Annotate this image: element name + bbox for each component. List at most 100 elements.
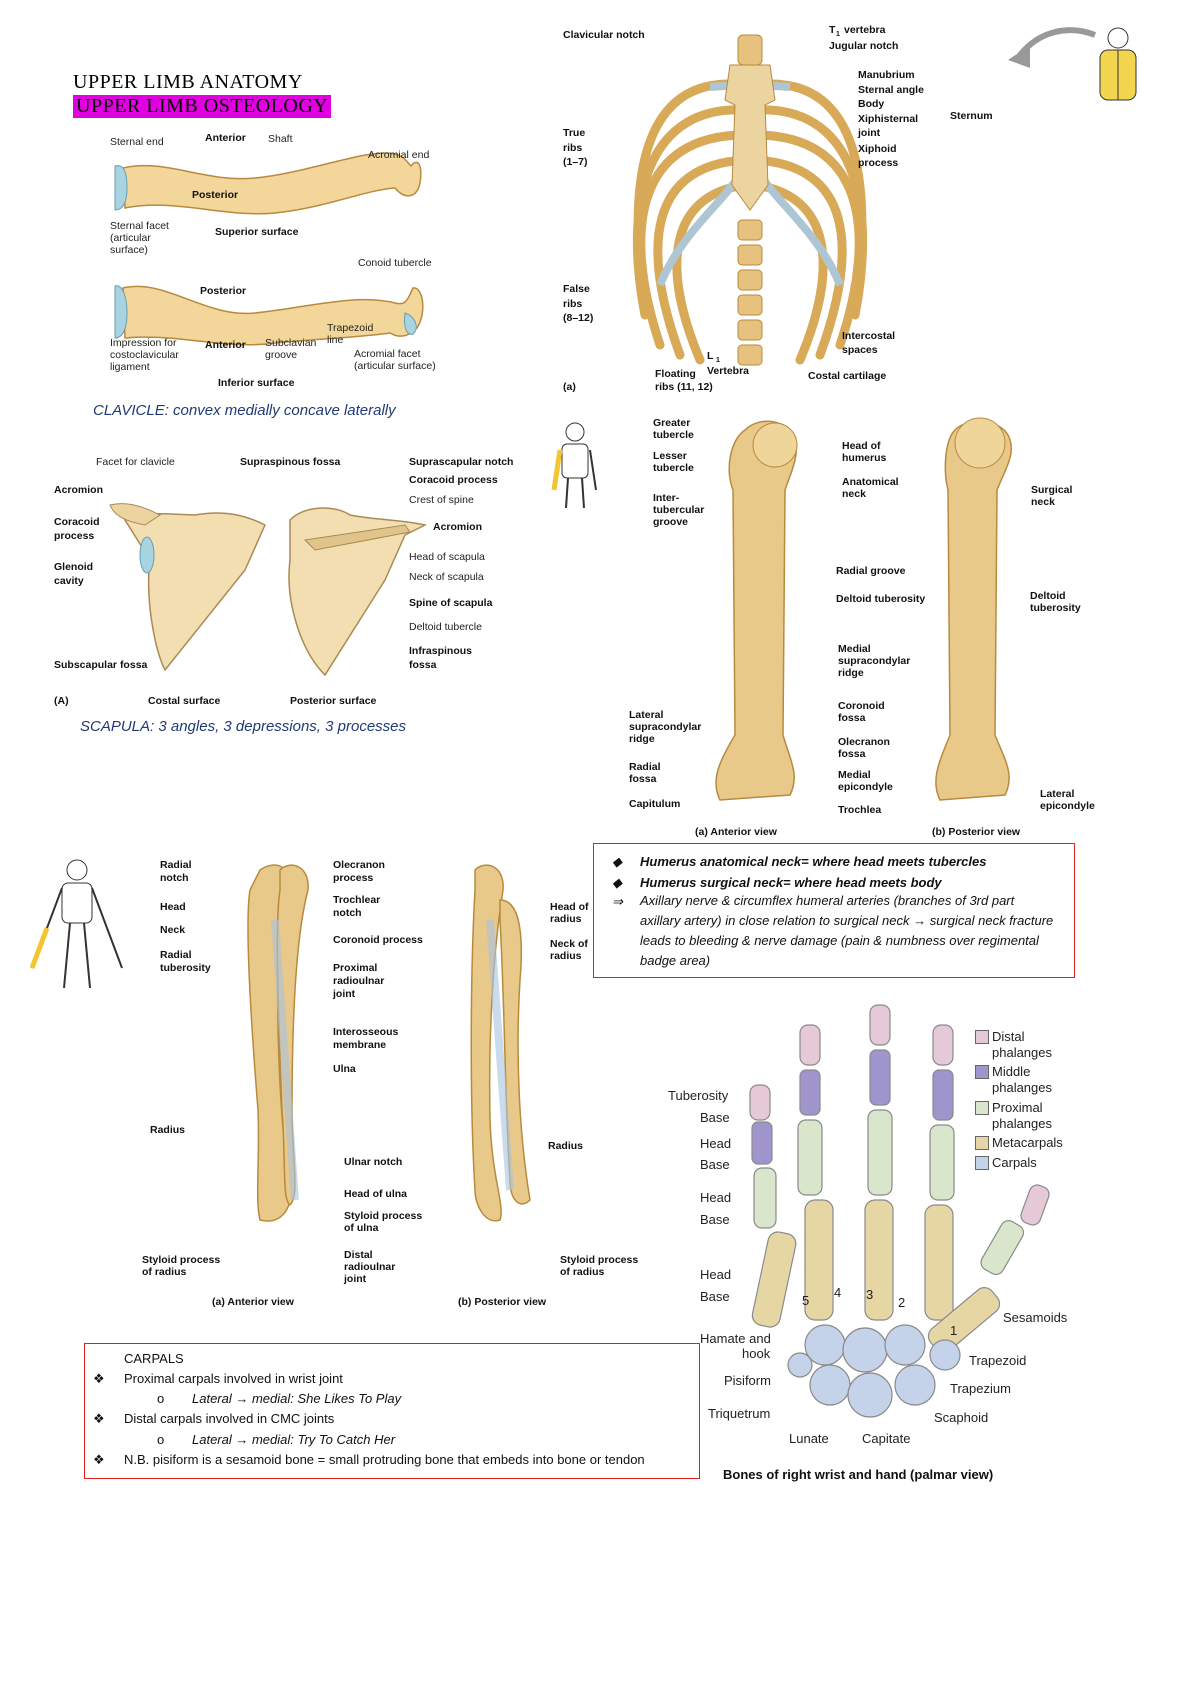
arrow-bullet-icon: ⇒: [612, 894, 623, 909]
legend-swatch: [975, 1065, 989, 1079]
hand-label: Pisiform: [724, 1373, 771, 1388]
diamond-bullet-icon: ❖: [93, 1411, 105, 1426]
legend-label: phalanges: [992, 1045, 1052, 1060]
humerus-label: Medial: [838, 769, 871, 781]
forearm-label: notch: [333, 907, 362, 919]
humerus-label: supracondylar: [629, 721, 702, 733]
carpals-item: Distal carpals involved in CMC joints: [124, 1411, 335, 1426]
thorax-label: Clavicular notch: [563, 29, 645, 41]
forearm-label: of radius: [142, 1266, 187, 1278]
thorax-label: Floating: [655, 368, 696, 380]
hand-label: Hamate and: [700, 1331, 771, 1346]
humerus-label: Lesser: [653, 450, 687, 462]
hand-label: 5: [802, 1293, 810, 1308]
humerus-label: tubercle: [653, 429, 694, 441]
scapula-label: Suprascapular notch: [409, 456, 514, 468]
humerus-label: humerus: [842, 452, 887, 464]
forearm-label: radius: [550, 950, 582, 962]
humerus-label: Lateral: [1040, 788, 1075, 800]
scapula-label: Glenoid: [54, 561, 94, 573]
clavicle-label: Subclavian: [265, 337, 317, 349]
scapula-label: Acromion: [54, 484, 104, 496]
clavicle-label: Superior surface: [215, 226, 299, 238]
clavicle-label: groove: [265, 349, 298, 361]
carpals-notes-box: CARPALS ❖ Proximal carpals involved in w…: [84, 1343, 700, 1479]
thorax-label: Body: [858, 98, 885, 110]
thorax-label: ribs: [563, 298, 583, 310]
thorax-label: Manubrium: [858, 69, 915, 81]
humerus-note: Axillary nerve & circumflex humeral arte…: [640, 893, 1054, 968]
scapula-label: Subscapular fossa: [54, 659, 148, 671]
scapula-label: Facet for clavicle: [96, 456, 175, 468]
humerus-label: fossa: [629, 773, 657, 785]
hand-label: Capitate: [862, 1431, 911, 1446]
forearm-label: Radial: [160, 859, 192, 871]
clavicle-label: Shaft: [268, 133, 293, 145]
clavicle-label: Anterior: [205, 132, 246, 144]
scapula-label: Coracoid process: [409, 474, 498, 486]
hand-label: 3: [866, 1287, 874, 1302]
clavicle-label: Inferior surface: [218, 377, 295, 389]
carpals-item: N.B. pisiform is a sesamoid bone = small…: [124, 1452, 645, 1467]
clavicle-label: Anterior: [205, 339, 246, 351]
clavicle-illustration: [114, 152, 424, 346]
hand-label: Head: [700, 1190, 732, 1205]
thorax-label: True: [563, 127, 586, 139]
forearm-label: Interosseous: [333, 1026, 399, 1038]
humerus-label: tuberosity: [1030, 602, 1081, 614]
circle-bullet-icon: o: [157, 1432, 165, 1447]
thorax-label: ribs (11, 12): [655, 381, 713, 393]
thorax-label: Vertebra: [707, 365, 750, 377]
clavicle-label: Posterior: [200, 285, 247, 297]
circle-bullet-icon: o: [157, 1391, 165, 1406]
humerus-label: Head of: [842, 440, 881, 452]
scapula-label: cavity: [54, 575, 84, 587]
diamond-bullet-icon: ❖: [93, 1452, 105, 1467]
hand-label: Triquetrum: [708, 1406, 771, 1421]
legend-label: Carpals: [992, 1155, 1037, 1170]
carpals-item: Lateral → medial: She Likes To Play: [192, 1391, 402, 1406]
scapula-label: Supraspinous fossa: [240, 456, 341, 468]
hand-label: 1: [950, 1323, 958, 1338]
legend-label: phalanges: [992, 1116, 1052, 1131]
clavicle-label: Trapezoid: [327, 322, 374, 334]
hand-label: Scaphoid: [934, 1410, 989, 1425]
forearm-label: Neck of: [550, 938, 588, 950]
scapula-label: Costal surface: [148, 695, 221, 707]
legend-swatch: [975, 1156, 989, 1170]
forearm-label: Radius: [548, 1140, 584, 1152]
legend-label: Middle: [992, 1064, 1031, 1079]
forearm-label: process: [333, 872, 374, 884]
hand-label: Base: [700, 1157, 730, 1172]
forearm-label: Ulnar notch: [344, 1156, 403, 1168]
skeleton-thumbnail-icon: [551, 422, 597, 509]
hand-label: Base: [700, 1289, 730, 1304]
clavicle-label: Posterior: [192, 189, 239, 201]
forearm-label: joint: [333, 988, 356, 1000]
humerus-label: Medial: [838, 643, 871, 655]
clavicle-label: costoclavicular: [110, 349, 179, 361]
scapula-label: process: [54, 530, 95, 542]
legend-label: phalanges: [992, 1080, 1052, 1095]
scapula-label: Coracoid: [54, 516, 100, 528]
forearm-label: Head of: [550, 901, 589, 913]
skeleton-thumbnail-icon: [1008, 27, 1137, 101]
forearm-label: notch: [160, 872, 189, 884]
forearm-label: Styloid process: [142, 1254, 221, 1266]
thorax-label: L: [707, 350, 714, 362]
clavicle-label: Sternal end: [110, 136, 164, 148]
document-title: UPPER LIMB ANATOMY: [73, 71, 303, 93]
hand-label: 2: [898, 1295, 906, 1310]
skeleton-thumbnail-icon: [29, 859, 123, 989]
thorax-label: Sternum: [950, 110, 993, 122]
forearm-label: Styloid process: [344, 1210, 423, 1222]
forearm-label: Head of ulna: [344, 1188, 408, 1200]
humerus-label: Deltoid tuberosity: [836, 593, 926, 605]
thorax-label: Sternal angle: [858, 84, 924, 96]
hand-label: Tuberosity: [668, 1088, 729, 1103]
humerus-label: ridge: [629, 733, 655, 745]
legend-swatch: [975, 1101, 989, 1115]
clavicle-label: ligament: [110, 361, 150, 373]
thorax-label: spaces: [842, 344, 878, 356]
humerus-label: Surgical: [1031, 484, 1073, 496]
